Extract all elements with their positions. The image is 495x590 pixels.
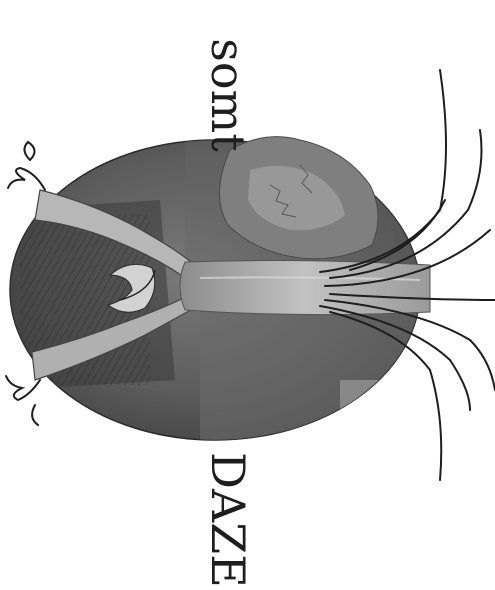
handwritten-somt: somt — [201, 38, 255, 152]
handwritten-daze: DAZE — [201, 452, 255, 588]
light-beam — [180, 261, 430, 315]
svg-text:DAZE: DAZE — [201, 452, 255, 588]
svg-text:somt: somt — [201, 38, 255, 152]
